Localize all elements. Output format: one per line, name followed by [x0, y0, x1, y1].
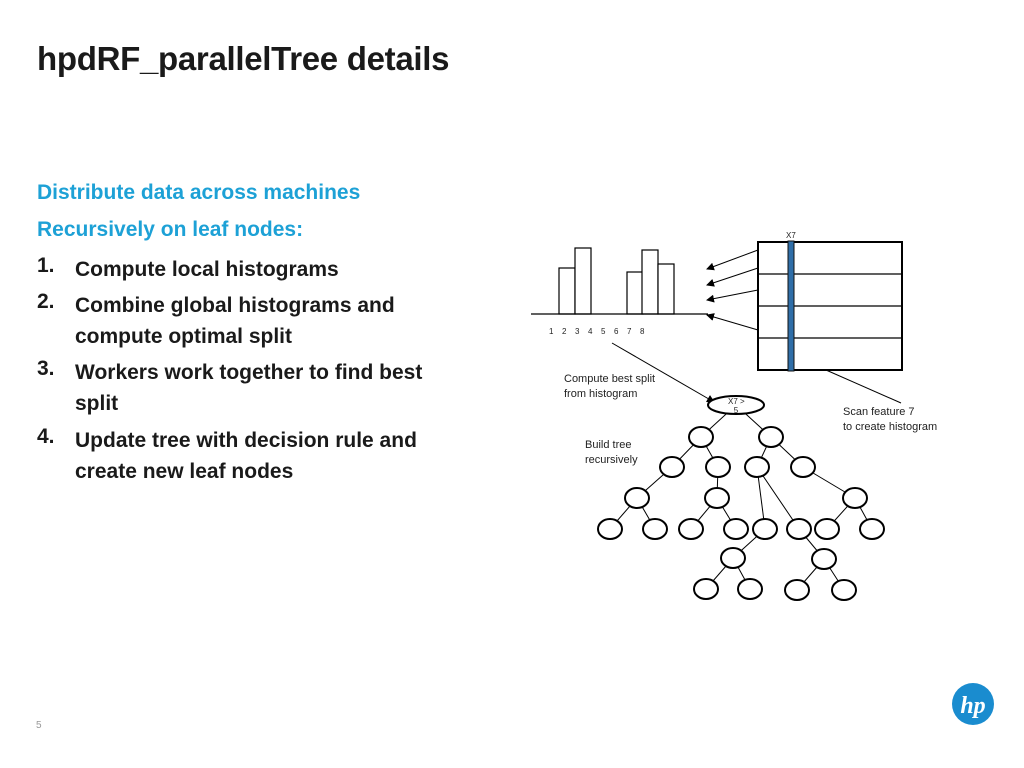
root-node-label: X7 > 5	[728, 397, 745, 415]
tick-label: 5	[601, 327, 606, 336]
tick-label: 8	[640, 327, 645, 336]
tree-node	[642, 518, 668, 540]
tree-node	[784, 579, 810, 601]
step-text-cont: split	[75, 392, 119, 415]
root-node	[707, 395, 765, 415]
page-number: 5	[36, 720, 42, 731]
tree-node	[752, 518, 778, 540]
tree-node	[723, 518, 749, 540]
tree-node	[744, 456, 770, 478]
tree-node	[814, 518, 840, 540]
tree-node	[786, 518, 812, 540]
tick-label: 4	[588, 327, 593, 336]
row-arrows	[706, 249, 759, 331]
tree-node	[705, 456, 731, 478]
step-text: Combine global histograms and	[75, 294, 395, 317]
step-text: Compute local histograms	[75, 258, 339, 281]
tree-node	[688, 426, 714, 448]
tree-node	[758, 426, 784, 448]
tree-node	[842, 487, 868, 509]
feature-label: X7	[786, 231, 796, 240]
step-number: 3.	[37, 357, 55, 380]
histogram	[558, 247, 675, 315]
tree-node	[659, 456, 685, 478]
tick-label: 6	[614, 327, 619, 336]
tree-node	[678, 518, 704, 540]
logo-text: hp	[960, 693, 985, 719]
tick-label: 7	[627, 327, 632, 336]
tree-nodes	[597, 426, 885, 601]
data-table	[757, 241, 903, 371]
scan-line	[825, 369, 902, 404]
step-number: 4.	[37, 425, 55, 448]
scan-label: Scan feature 7 to create histogram	[843, 406, 938, 433]
hp-logo: hp	[952, 683, 994, 725]
tree-node	[597, 518, 623, 540]
tree-node	[811, 548, 837, 570]
compute-label: Compute best split from histogram	[564, 373, 656, 400]
step-number: 1.	[37, 254, 55, 277]
histogram-bar	[641, 249, 659, 315]
tree-node	[704, 487, 730, 509]
tree-node	[737, 578, 763, 600]
tick-label: 3	[575, 327, 580, 336]
tree-node	[859, 518, 885, 540]
tree-node	[790, 456, 816, 478]
step-text: Update tree with decision rule and	[75, 429, 417, 452]
step-text: Workers work together to find best	[75, 361, 423, 384]
step-number: 2.	[37, 290, 55, 313]
histogram-bar	[574, 247, 592, 315]
build-label: Build tree recursively	[585, 439, 638, 466]
tree-node	[624, 487, 650, 509]
tree-node	[831, 579, 857, 601]
histogram-bar	[626, 271, 644, 315]
histogram-bar	[657, 263, 675, 315]
tree-node	[693, 578, 719, 600]
heading-recursive: Recursively on leaf nodes:	[37, 218, 304, 241]
tree-node	[720, 547, 746, 569]
compute-arrow	[611, 342, 715, 403]
step-text-cont: create new leaf nodes	[75, 460, 294, 483]
page-title: hpdRF_parallelTree details	[37, 40, 450, 77]
tick-label: 1	[549, 327, 554, 336]
heading-distribute: Distribute data across machines	[37, 181, 361, 204]
feature-column-highlight	[787, 240, 795, 372]
tick-label: 2	[562, 327, 567, 336]
step-text-cont: compute optimal split	[75, 325, 293, 348]
histogram-bar	[558, 267, 576, 315]
